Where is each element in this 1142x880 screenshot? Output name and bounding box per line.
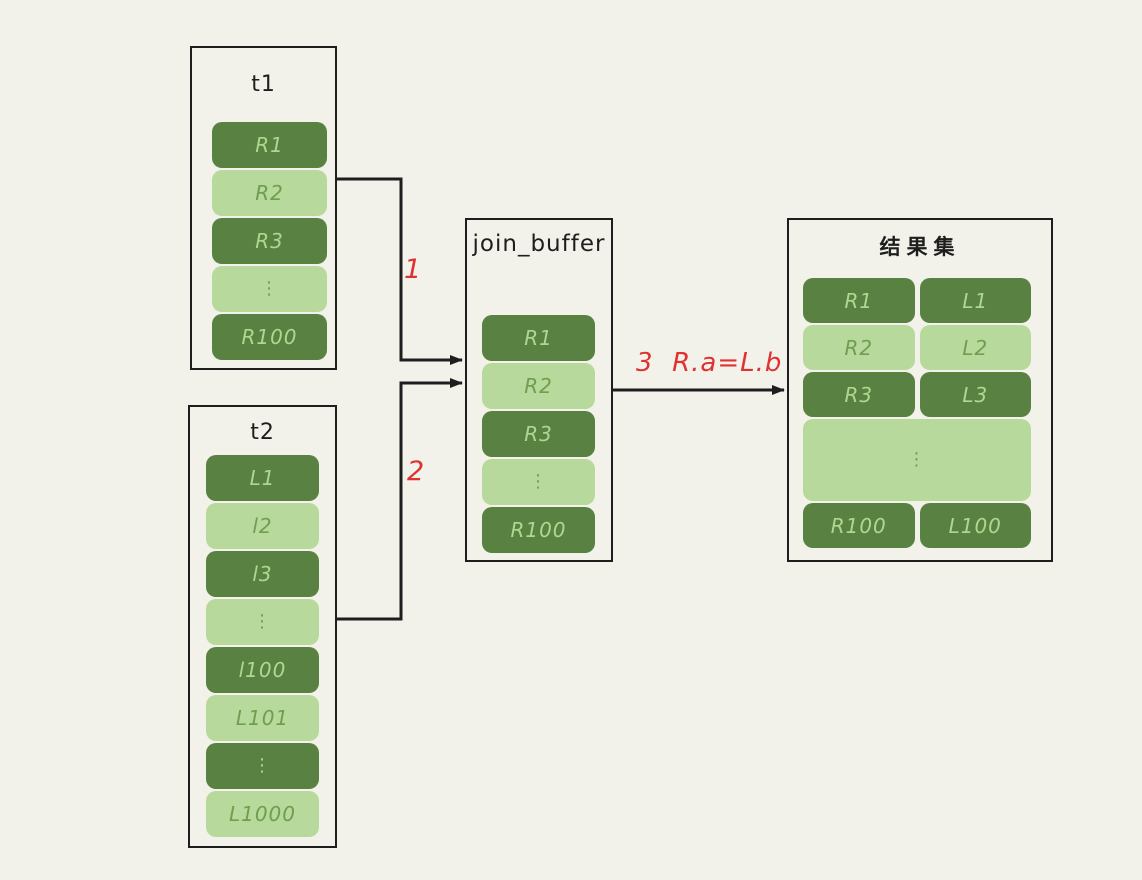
t2-row-l1000: L1000: [206, 791, 319, 837]
join-buffer-row-r1: R1: [482, 315, 595, 361]
result-rows: R1 L1 R2 L2 R3 L3 ⋮ R100 L100: [803, 278, 1031, 548]
t1-row-r3: R3: [212, 218, 327, 264]
table-t2-box: t2 L1 l2 l3 ⋮ l100 L101 ⋮ L1000: [188, 405, 337, 848]
result-cell-l3: L3: [919, 372, 1031, 417]
result-row-3: R3 L3: [803, 372, 1031, 417]
t2-row-l100: l100: [206, 647, 319, 693]
step-3-condition-label: 3 R.a=L.b: [636, 348, 783, 378]
join-buffer-row-ellipsis: ⋮: [482, 459, 595, 505]
result-cell-r3: R3: [803, 372, 915, 417]
t2-row-l3: l3: [206, 551, 319, 597]
result-set-box: 结果集 R1 L1 R2 L2 R3 L3 ⋮ R100 L100: [787, 218, 1053, 562]
t1-row-r1: R1: [212, 122, 327, 168]
arrow-t2-to-join-buffer: [337, 378, 463, 621]
result-cell-r2: R2: [803, 325, 915, 370]
t2-row-ellipsis-2: ⋮: [206, 743, 319, 789]
join-buffer-rows: R1 R2 R3 ⋮ R100: [482, 315, 595, 553]
join-buffer-row-r100: R100: [482, 507, 595, 553]
t2-rows: L1 l2 l3 ⋮ l100 L101 ⋮ L1000: [206, 455, 319, 837]
result-cell-r1: R1: [803, 278, 915, 323]
t2-row-l2: l2: [206, 503, 319, 549]
table-t2-title: t2: [250, 420, 275, 445]
table-t1-box: t1 R1 R2 R3 ⋮ R100: [190, 46, 337, 370]
join-buffer-row-r2: R2: [482, 363, 595, 409]
join-buffer-title: join_buffer: [472, 231, 606, 257]
join-buffer-row-r3: R3: [482, 411, 595, 457]
t2-row-l1: L1: [206, 455, 319, 501]
arrow-t1-to-join-buffer: [337, 177, 463, 365]
t2-row-ellipsis-1: ⋮: [206, 599, 319, 645]
result-row-2: R2 L2: [803, 325, 1031, 370]
result-row-1: R1 L1: [803, 278, 1031, 323]
result-cell-l2: L2: [919, 325, 1031, 370]
step-1-label: 1: [404, 254, 422, 285]
t1-row-r100: R100: [212, 314, 327, 360]
result-set-title: 结果集: [879, 235, 961, 259]
t1-rows: R1 R2 R3 ⋮ R100: [212, 122, 327, 360]
join-buffer-box: join_buffer R1 R2 R3 ⋮ R100: [465, 218, 613, 562]
t1-row-ellipsis: ⋮: [212, 266, 327, 312]
result-cell-l1: L1: [919, 278, 1031, 323]
table-t1-title: t1: [251, 72, 276, 97]
t1-row-r2: R2: [212, 170, 327, 216]
result-row-ellipsis: ⋮: [803, 419, 1031, 501]
result-cell-r100: R100: [803, 503, 915, 548]
result-cell-l100: L100: [919, 503, 1031, 548]
step-2-label: 2: [407, 456, 425, 487]
t2-row-l101: L101: [206, 695, 319, 741]
result-row-100: R100 L100: [803, 503, 1031, 548]
